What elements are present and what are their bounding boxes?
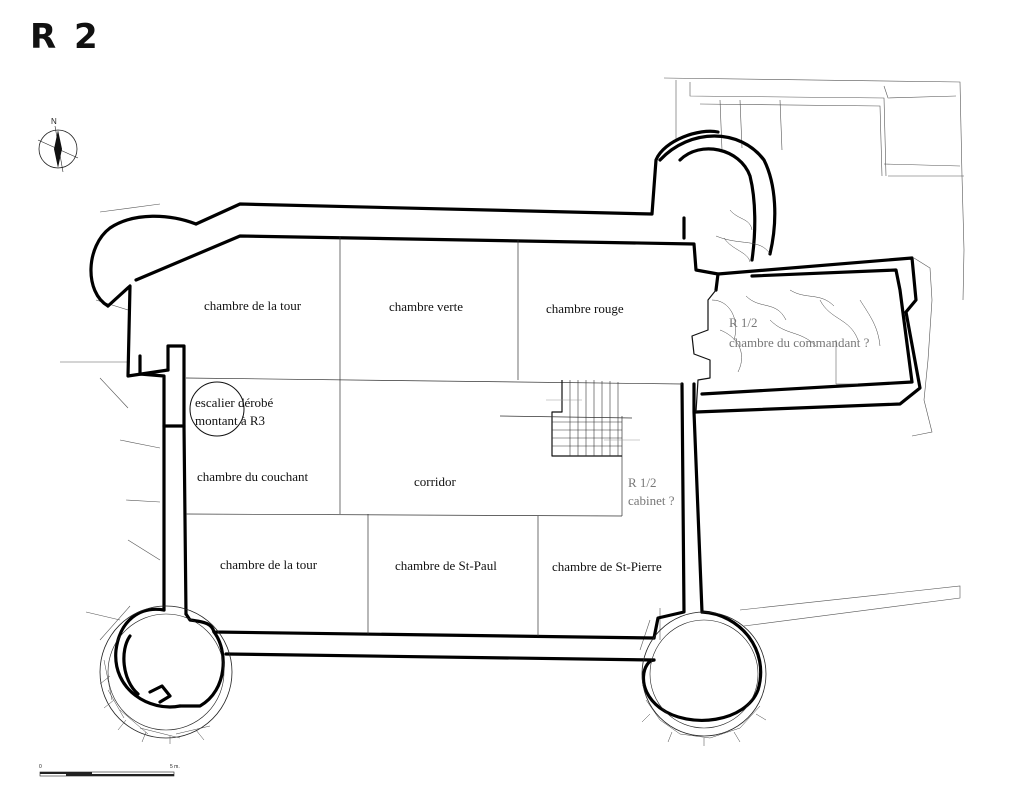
plan-title: R 2	[30, 17, 101, 57]
room-label-chambre-tour-nw: chambre de la tour	[204, 298, 302, 313]
room-label-cabinet-line2: cabinet ?	[628, 493, 675, 508]
room-label-escalier-line2: montant à R3	[195, 413, 265, 428]
north-label: N	[51, 117, 57, 126]
room-label-corridor: corridor	[414, 474, 457, 489]
room-label-commandant-line2: chambre du commandant ?	[729, 335, 870, 350]
room-label-chambre-st-paul: chambre de St-Paul	[395, 558, 497, 573]
room-label-chambre-st-pierre: chambre de St-Pierre	[552, 559, 662, 574]
room-label-cabinet-line1: R 1/2	[628, 475, 657, 490]
exterior-ruins-w	[60, 203, 161, 641]
room-label-chambre-tour-sw: chambre de la tour	[220, 557, 318, 572]
sw-tower	[99, 605, 233, 744]
room-labels: chambre de la tour chambre verte chambre…	[195, 298, 870, 574]
exterior-ruins-ne	[663, 77, 965, 437]
keep-west-wall	[138, 344, 188, 616]
commandant-annex-walls	[691, 256, 922, 414]
scale-bar: 0 5 m.	[39, 764, 180, 777]
scale-start-label: 0	[39, 764, 42, 770]
north-arrow-icon: N	[37, 117, 79, 173]
scale-end-label: 5 m.	[170, 764, 180, 770]
room-label-chambre-rouge: chambre rouge	[546, 301, 624, 316]
keep-east-wall	[641, 382, 767, 746]
keep-south-wall	[114, 607, 656, 709]
keep-outer-wall	[89, 129, 777, 378]
rubble-texture	[711, 209, 881, 385]
room-label-chambre-couchant: chambre du couchant	[197, 469, 309, 484]
room-label-commandant-line1: R 1/2	[729, 315, 758, 330]
room-partitions	[185, 236, 683, 636]
exterior-ruins-se	[639, 585, 961, 651]
escalier-circle	[189, 381, 245, 437]
staircase-icon	[499, 380, 640, 457]
room-label-escalier-line1: escalier dérobé	[195, 395, 274, 410]
room-label-chambre-verte: chambre verte	[389, 299, 463, 314]
